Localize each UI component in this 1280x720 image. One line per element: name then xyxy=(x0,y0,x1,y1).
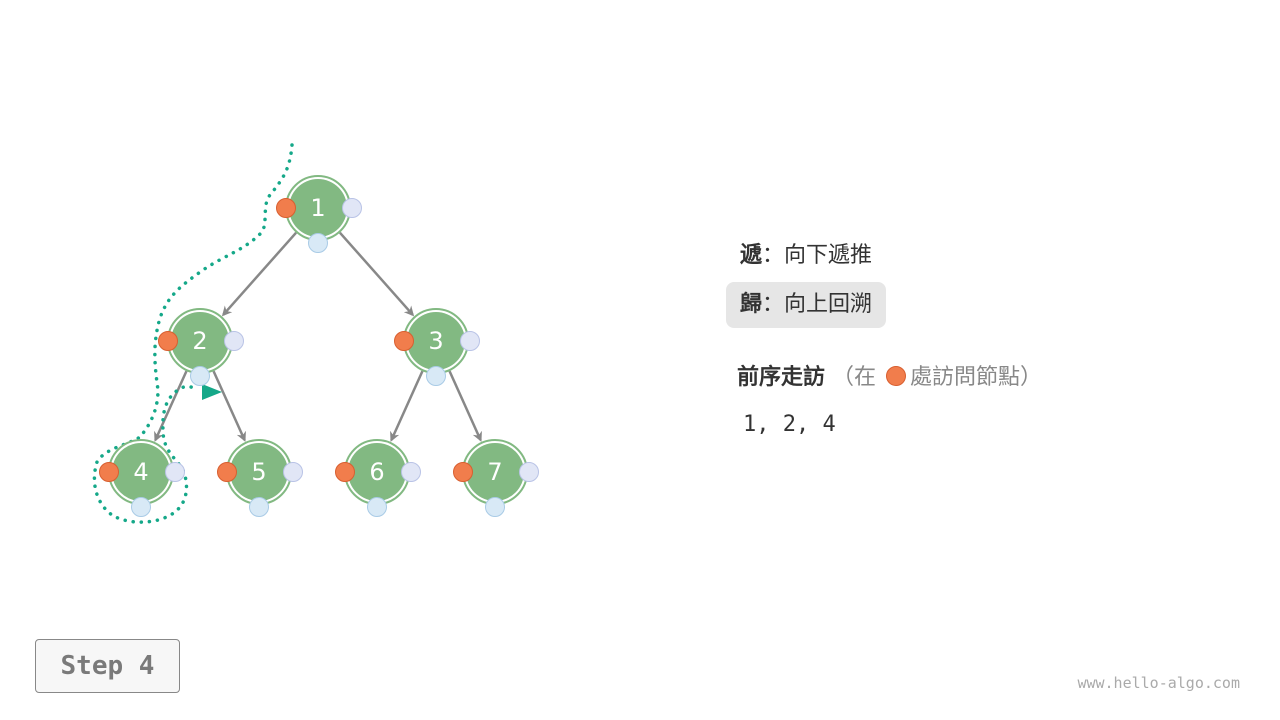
legend-down-key: 遞 xyxy=(740,243,763,268)
preorder-dot-icon xyxy=(217,462,237,482)
step-button[interactable]: Step 4 xyxy=(35,639,180,693)
traversal-title: 前序走訪 xyxy=(737,365,826,390)
tree-node-5: 5 xyxy=(217,439,303,517)
inorder-dot-icon xyxy=(249,497,269,517)
inorder-dot-icon xyxy=(367,497,387,517)
postorder-dot-icon xyxy=(283,462,303,482)
node-label: 1 xyxy=(310,194,325,222)
legend-down-recursion: 遞：向下遞推 xyxy=(726,233,886,279)
tree-node-1: 1 xyxy=(276,175,362,253)
postorder-dot-icon xyxy=(401,462,421,482)
preorder-dot-icon xyxy=(453,462,473,482)
tree-edge-3-6 xyxy=(390,370,424,442)
traversal-arrow-icon xyxy=(202,384,222,400)
node-circle xyxy=(289,179,347,237)
node-label: 6 xyxy=(369,458,384,486)
traversal-note-open: （在 xyxy=(832,365,877,390)
tree-edges xyxy=(154,231,482,442)
inorder-dot-icon xyxy=(190,366,210,386)
tree-edge-3-7 xyxy=(448,370,482,442)
node-label: 3 xyxy=(428,327,443,355)
tree-edge-1-2 xyxy=(221,231,298,317)
postorder-dot-icon xyxy=(342,198,362,218)
node-label: 4 xyxy=(133,458,148,486)
inorder-dot-icon xyxy=(485,497,505,517)
tree-node-3: 3 xyxy=(394,308,480,386)
node-circle xyxy=(348,443,406,501)
node-circle xyxy=(230,443,288,501)
postorder-dot-icon xyxy=(460,331,480,351)
postorder-dot-icon xyxy=(165,462,185,482)
inorder-dot-icon xyxy=(308,233,328,253)
node-circle xyxy=(466,443,524,501)
legend-down-text: ：向下遞推 xyxy=(762,243,873,268)
visit-sequence: 1, 2, 4 xyxy=(743,412,836,437)
visit-dot-icon xyxy=(886,366,907,386)
preorder-dot-icon xyxy=(394,331,414,351)
watermark: www.hello-algo.com xyxy=(1077,674,1240,692)
inorder-dot-icon xyxy=(131,497,151,517)
node-circle xyxy=(171,312,229,370)
node-label: 2 xyxy=(192,327,207,355)
traversal-order-heading: 前序走訪 （在 處訪問節點） xyxy=(737,358,1042,398)
tree-edge-1-3 xyxy=(338,231,415,317)
legend-up-key: 歸 xyxy=(740,292,763,317)
tree-node-6: 6 xyxy=(335,439,421,517)
legend-up-text: ：向上回溯 xyxy=(762,292,873,317)
postorder-dot-icon xyxy=(519,462,539,482)
tree-node-4: 4 xyxy=(99,439,185,517)
preorder-dot-icon xyxy=(99,462,119,482)
node-label: 5 xyxy=(251,458,266,486)
preorder-dot-icon xyxy=(158,331,178,351)
inorder-dot-icon xyxy=(426,366,446,386)
preorder-dot-icon xyxy=(276,198,296,218)
tree-node-2: 2 xyxy=(158,308,244,386)
legend-up-backtrack: 歸：向上回溯 xyxy=(726,282,887,328)
preorder-dot-icon xyxy=(335,462,355,482)
tree-nodes: 1 2 3 4 5 6 7 xyxy=(99,175,539,517)
node-circle xyxy=(407,312,465,370)
node-label: 7 xyxy=(487,458,502,486)
tree-edge-2-4 xyxy=(154,370,188,442)
tree-edge-2-5 xyxy=(212,370,246,442)
node-circle xyxy=(112,443,170,501)
postorder-dot-icon xyxy=(224,331,244,351)
traversal-note-close: 處訪問節點） xyxy=(910,365,1043,390)
tree-node-7: 7 xyxy=(453,439,539,517)
